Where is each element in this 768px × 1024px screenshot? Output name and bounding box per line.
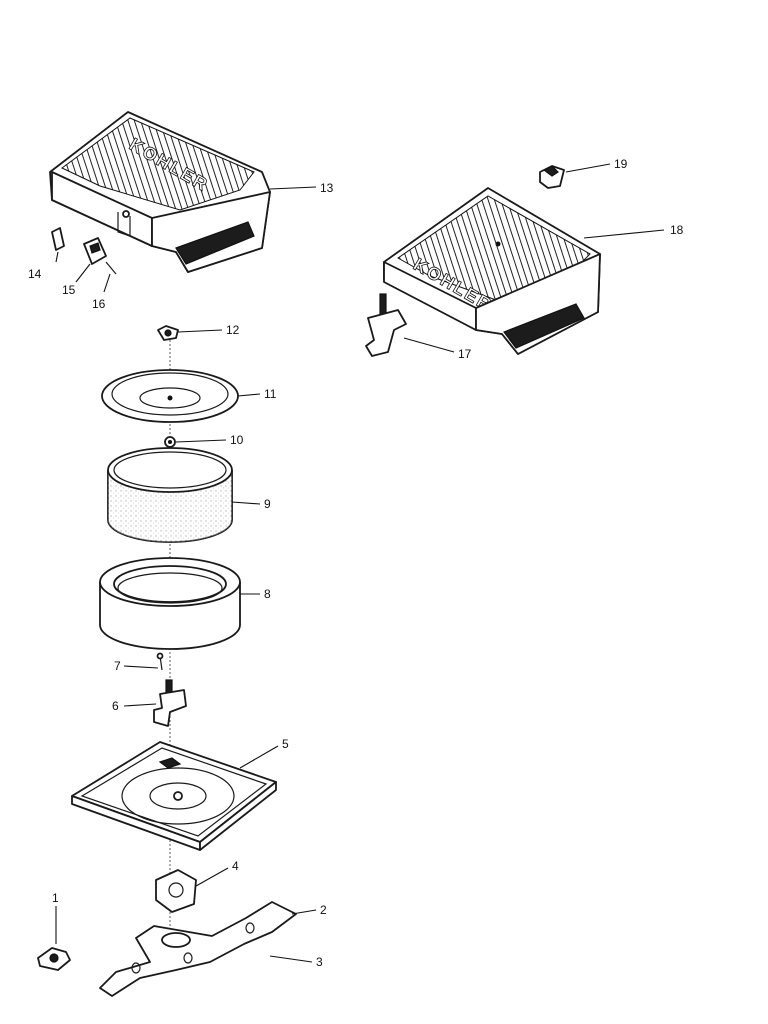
cover-plate-11 [101, 369, 239, 423]
air-cleaner-cover-18: KOHLER [383, 187, 601, 355]
bracket-15 [83, 237, 107, 265]
stud-bracket-17 [365, 293, 407, 357]
callout-17: 17 [458, 347, 472, 361]
stud-bracket-6 [153, 679, 187, 727]
callout-12: 12 [226, 323, 240, 337]
air-filter-element-8 [99, 557, 241, 650]
support-bracket-2-3 [99, 901, 297, 997]
callout-7: 7 [114, 659, 121, 673]
knob-19 [539, 165, 565, 189]
callout-6: 6 [112, 699, 119, 713]
callout-2: 2 [320, 903, 327, 917]
callout-16: 16 [92, 297, 106, 311]
pin-16 [105, 261, 117, 275]
clip-14 [51, 227, 65, 251]
nut-1 [37, 947, 71, 971]
callout-15: 15 [62, 283, 76, 297]
callout-19: 19 [614, 157, 628, 171]
wing-nut-12 [157, 325, 179, 341]
air-cleaner-cover-13: KOHLER [49, 111, 271, 273]
callout-9: 9 [264, 497, 271, 511]
callout-1: 1 [52, 891, 59, 905]
precleaner-9 [107, 447, 233, 543]
grommet-10 [164, 436, 176, 448]
callout-13: 13 [320, 181, 334, 195]
gasket-4 [155, 869, 197, 913]
callout-3: 3 [316, 955, 323, 969]
leader-lines [55, 163, 665, 963]
callout-4: 4 [232, 859, 239, 873]
callout-14: 14 [28, 267, 42, 281]
callout-8: 8 [264, 587, 271, 601]
screw-7 [156, 652, 164, 671]
callout-18: 18 [670, 223, 684, 237]
base-plate-5 [71, 741, 277, 851]
callout-labels: 13 14 15 16 12 11 10 9 8 7 6 5 4 2 3 1 1… [28, 157, 684, 969]
callout-10: 10 [230, 433, 244, 447]
callout-5: 5 [282, 737, 289, 751]
callout-11: 11 [264, 387, 277, 401]
